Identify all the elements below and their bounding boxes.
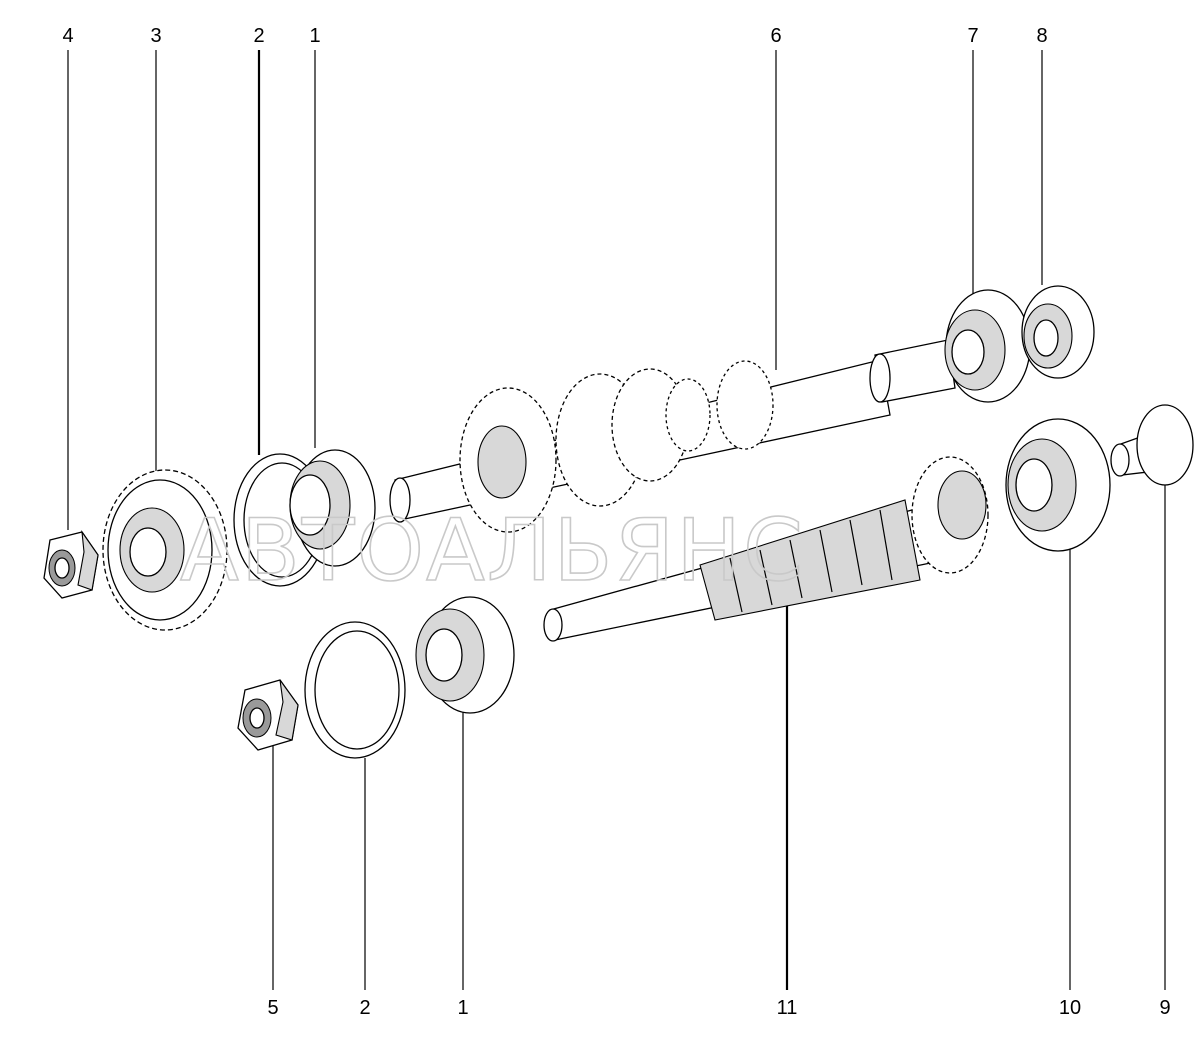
callout-top-6: 6 bbox=[770, 25, 781, 47]
snap-ring-part-2-bottom bbox=[304, 621, 406, 759]
bearing-part-8 bbox=[1021, 285, 1095, 379]
callout-top-4: 4 bbox=[62, 25, 73, 47]
callout-bottom-5: 5 bbox=[267, 997, 278, 1019]
leader-lines bbox=[67, 50, 1166, 990]
bearing-part-1-top bbox=[289, 449, 376, 567]
gear-part-3 bbox=[102, 469, 228, 631]
nut-part-4 bbox=[43, 529, 99, 599]
callout-top-2: 2 bbox=[253, 25, 264, 47]
callout-top-3: 3 bbox=[150, 25, 161, 47]
callout-bottom-2: 2 bbox=[359, 997, 370, 1019]
callout-bottom-10: 10 bbox=[1059, 997, 1081, 1019]
callout-top-8: 8 bbox=[1036, 25, 1047, 47]
output-shaft-part-11 bbox=[543, 456, 989, 642]
plug-part-9 bbox=[1110, 404, 1194, 486]
callout-bottom-9: 9 bbox=[1159, 997, 1170, 1019]
callout-bottom-1: 1 bbox=[457, 997, 468, 1019]
callout-bottom-11: 11 bbox=[777, 997, 798, 1019]
input-shaft-part-6 bbox=[389, 339, 956, 533]
watermark: АВТОАЛЬЯНС bbox=[180, 501, 805, 601]
bearing-part-7 bbox=[944, 289, 1031, 403]
bearing-part-1-bottom bbox=[415, 596, 515, 714]
nut-part-5 bbox=[237, 679, 299, 751]
callout-top-7: 7 bbox=[967, 25, 978, 47]
callout-top-1: 1 bbox=[309, 25, 320, 47]
bearing-part-10 bbox=[1005, 418, 1111, 552]
